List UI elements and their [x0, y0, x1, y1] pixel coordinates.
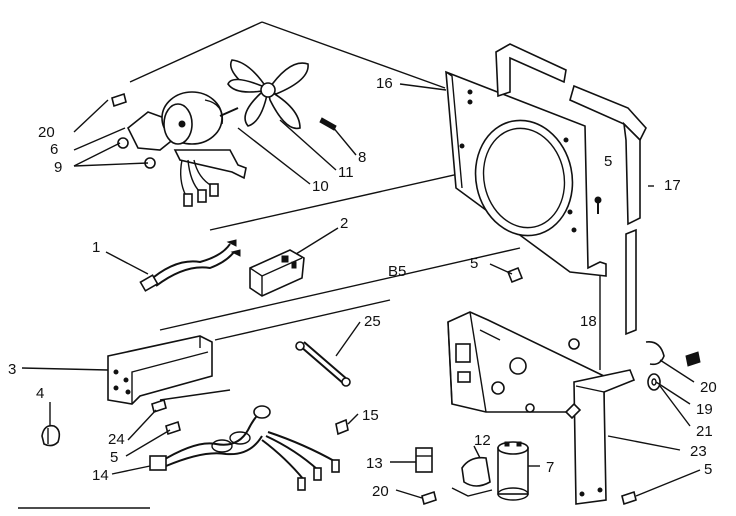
- control-housing: [447, 311, 636, 505]
- capacitor: [497, 441, 529, 501]
- screws-bottom: [421, 490, 637, 506]
- callout-11: 11: [338, 164, 354, 181]
- capacitor-strap: [451, 456, 493, 497]
- callout-17: 17: [664, 177, 681, 194]
- callout-8: 8: [358, 149, 366, 166]
- assembly-guide-lines: [129, 21, 601, 401]
- callout-20-right: 20: [700, 379, 717, 396]
- callout-23: 23: [690, 443, 707, 460]
- callout-9: 9: [54, 159, 62, 176]
- control-bracket: [107, 335, 213, 405]
- screw-15: [335, 418, 349, 436]
- callout-21: 21: [696, 423, 713, 440]
- section-label: B5: [388, 263, 406, 280]
- gasket-strips: [495, 43, 647, 336]
- callout-10: 10: [312, 178, 329, 195]
- callout-19: 19: [696, 401, 713, 418]
- callout-5-center: 5: [470, 255, 478, 272]
- control-knob: [41, 424, 61, 447]
- relay: [415, 447, 433, 473]
- leader-lines: [21, 83, 701, 499]
- switch: [249, 249, 305, 297]
- callout-20-bottom: 20: [372, 483, 389, 500]
- motor-assembly: [111, 91, 247, 207]
- callout-13: 13: [366, 455, 383, 472]
- callout-7: 7: [546, 459, 554, 476]
- screw-upper-right: [594, 196, 602, 214]
- callout-18: 18: [580, 313, 597, 330]
- callout-12: 12: [474, 432, 491, 449]
- callout-20: 20: [38, 124, 55, 141]
- jumper-wire: [295, 341, 351, 387]
- callout-3: 3: [8, 361, 16, 378]
- callout-15: 15: [362, 407, 379, 424]
- callout-24: 24: [108, 431, 125, 448]
- screws-lower-left: [151, 398, 181, 436]
- grommet-parts: [645, 340, 701, 391]
- callout-4: 4: [36, 385, 44, 402]
- callout-5-left: 5: [110, 449, 118, 466]
- power-cord: [139, 239, 241, 292]
- callout-25: 25: [364, 313, 381, 330]
- screw-18: [568, 338, 580, 350]
- callout-1: 1: [92, 239, 100, 256]
- callout-16: 16: [376, 75, 393, 92]
- callout-5: 5: [604, 153, 612, 170]
- fan-shroud-panel: [445, 70, 607, 277]
- screw-center: [506, 266, 524, 284]
- callout-14: 14: [92, 467, 109, 484]
- callout-2: 2: [340, 215, 348, 232]
- callout-numbers: 20 6 9 10 11 8 16 5 17 1 2 5 25 18 3 4 2…: [8, 75, 717, 500]
- wire-harness: [149, 405, 340, 491]
- callout-6: 6: [50, 141, 58, 158]
- fan-blade: [227, 59, 337, 131]
- callout-5-bottom: 5: [704, 461, 712, 478]
